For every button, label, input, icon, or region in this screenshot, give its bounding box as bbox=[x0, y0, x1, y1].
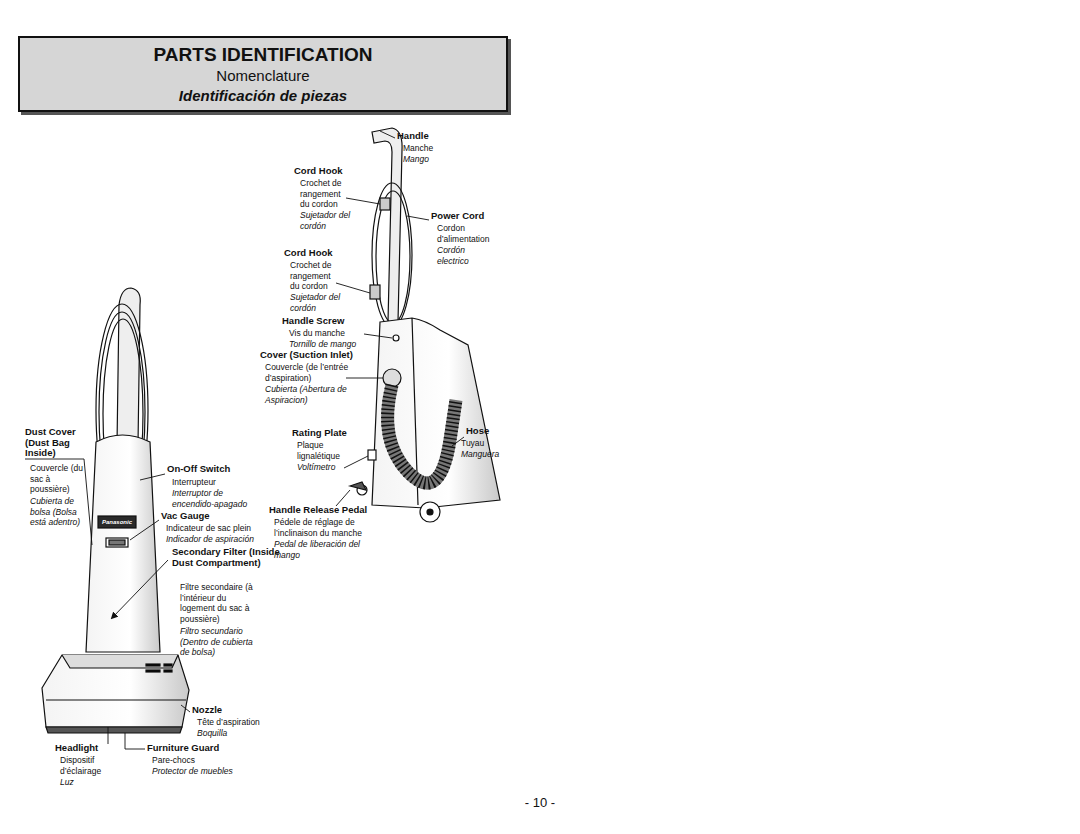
front-vacuum-part bbox=[62, 655, 178, 668]
part-name-spanish: Manguera bbox=[461, 449, 516, 460]
part-name-french: Indicateur de sac plein bbox=[166, 523, 276, 534]
part-name: Vac Gauge bbox=[161, 511, 231, 522]
leader-lines-part bbox=[336, 283, 370, 293]
part-name-spanish: Pedal de liberación del mango bbox=[274, 539, 374, 560]
leader-lines-part bbox=[140, 474, 165, 480]
part-name: Cord Hook bbox=[294, 166, 364, 177]
rear-vacuum-part bbox=[372, 183, 412, 327]
rear-vacuum-part bbox=[370, 285, 380, 299]
front-vacuum-part bbox=[86, 435, 160, 652]
rear-vacuum bbox=[350, 128, 500, 522]
leader-lines-part bbox=[181, 705, 190, 712]
front-vacuum-part bbox=[109, 540, 125, 545]
part-name-spanish: Sujetador del cordón bbox=[290, 292, 348, 313]
subtitle-spanish: Identificación de piezas bbox=[20, 86, 506, 106]
part-name-spanish: Indicador de aspiración bbox=[166, 534, 276, 545]
part-name: Rating Plate bbox=[292, 428, 372, 439]
part-name-french: Vis du manche bbox=[289, 328, 367, 339]
rear-vacuum-part bbox=[388, 385, 456, 483]
leader-lines-part bbox=[407, 216, 429, 220]
part-name-french: Manche bbox=[403, 143, 463, 154]
part-name-spanish: Luz bbox=[60, 777, 90, 788]
rear-vacuum-part bbox=[420, 502, 440, 522]
leader-lines-part bbox=[112, 560, 168, 618]
rear-vacuum-part bbox=[350, 482, 366, 490]
part-name-spanish: Cubierta de bolsa (Bolsa está adentro) bbox=[30, 496, 84, 528]
part-name-french: Interrupteur bbox=[172, 477, 262, 488]
rear-vacuum-part bbox=[393, 335, 399, 341]
part-name-french: Dispositif d’éclairage bbox=[60, 755, 115, 776]
front-vacuum-part bbox=[98, 516, 136, 528]
part-name: Hose bbox=[466, 426, 506, 437]
part-name: Nozzle bbox=[192, 705, 252, 716]
brand-logo: Panasonic bbox=[98, 517, 136, 527]
part-name-french: Crochet de rangement du cordon bbox=[290, 260, 342, 292]
part-name-french: Tuyau bbox=[461, 438, 505, 449]
front-vacuum-part bbox=[46, 699, 186, 700]
part-name-french: Cordon d’alimentation bbox=[437, 223, 509, 244]
front-vacuum-part bbox=[146, 670, 160, 672]
part-name-french: Tête d’aspiration bbox=[197, 717, 282, 728]
leader-lines-part bbox=[346, 378, 383, 379]
part-name-spanish: Cubierta (Abertura de Aspiracion) bbox=[265, 384, 363, 405]
part-name-french: Couvercle (de l’entrée d’aspiration) bbox=[265, 362, 363, 383]
part-name-spanish: Cordón electrico bbox=[437, 245, 497, 266]
part-name: Handle Release Pedal bbox=[269, 505, 389, 516]
part-name: Handle Screw bbox=[282, 316, 367, 327]
part-name-spanish: Boquilla bbox=[197, 728, 257, 739]
part-name: Furniture Guard bbox=[147, 743, 247, 754]
part-name-french: Couvercle (du sac à poussière) bbox=[30, 463, 84, 495]
rear-vacuum-part bbox=[376, 191, 410, 323]
part-name: Power Cord bbox=[431, 211, 511, 222]
front-vacuum-part bbox=[146, 664, 160, 666]
leader-lines-part bbox=[346, 198, 380, 204]
leader-lines-part bbox=[25, 459, 92, 545]
title-band: PARTS IDENTIFICATIONNomenclatureIdentifi… bbox=[18, 36, 508, 112]
front-vacuum-part bbox=[117, 288, 140, 445]
leader-lines-part bbox=[344, 456, 368, 468]
rear-vacuum-part bbox=[380, 198, 390, 210]
leader-lines-part bbox=[125, 733, 145, 749]
front-vacuum-part bbox=[164, 670, 172, 672]
page-number: - 10 - bbox=[500, 798, 580, 809]
part-name-spanish: Voltímetro bbox=[297, 462, 357, 473]
part-name-spanish: Sujetador del cordón bbox=[300, 210, 358, 231]
rear-vacuum-part bbox=[388, 385, 456, 483]
front-vacuum-part bbox=[46, 727, 182, 733]
part-name-french: Filtre secondaire (à l’intérieur du loge… bbox=[180, 582, 258, 624]
part-name-spanish: Tornillo de mango bbox=[289, 339, 371, 350]
leader-lines-part bbox=[336, 490, 350, 506]
leader-lines-part bbox=[130, 520, 159, 540]
title-text: PARTS IDENTIFICATION bbox=[20, 44, 506, 66]
part-name: Cord Hook bbox=[284, 248, 354, 259]
leader-lines-part bbox=[364, 334, 392, 338]
part-name-french: Plaque lignalétique bbox=[297, 440, 349, 461]
part-name: Dust Cover (Dust Bag Inside) bbox=[25, 427, 85, 459]
leader-lines-part bbox=[108, 727, 109, 744]
rear-vacuum-part bbox=[372, 318, 500, 508]
front-vacuum-part bbox=[42, 655, 189, 727]
part-name-spanish: Filtro secundario (Dentro de cubierta de… bbox=[180, 626, 262, 658]
part-name: Secondary Filter (Inside Dust Compartmen… bbox=[172, 547, 284, 568]
part-name-french: Crochet de rangement du cordon bbox=[300, 178, 352, 210]
subtitle-french: Nomenclature bbox=[20, 66, 506, 86]
leader-lines bbox=[25, 131, 464, 749]
part-name-spanish: Mango bbox=[403, 154, 463, 165]
part-name: Headlight bbox=[55, 743, 115, 754]
rear-vacuum-part bbox=[427, 509, 433, 515]
front-vacuum-part bbox=[164, 664, 172, 666]
leader-lines-part bbox=[380, 131, 395, 138]
part-name: Cover (Suction Inlet) bbox=[260, 350, 375, 361]
part-name-french: Pare-chocs bbox=[152, 755, 212, 766]
rear-vacuum-part bbox=[368, 450, 376, 460]
part-name: Handle bbox=[397, 131, 457, 142]
part-name: On-Off Switch bbox=[167, 464, 257, 475]
front-vacuum-part bbox=[106, 538, 128, 547]
part-name-french: Pédele de réglage de l’inclinaison du ma… bbox=[274, 517, 379, 538]
part-name-spanish: Protector de muebles bbox=[152, 766, 262, 777]
part-name-spanish: Interruptor de encendido-apagado bbox=[172, 488, 264, 509]
